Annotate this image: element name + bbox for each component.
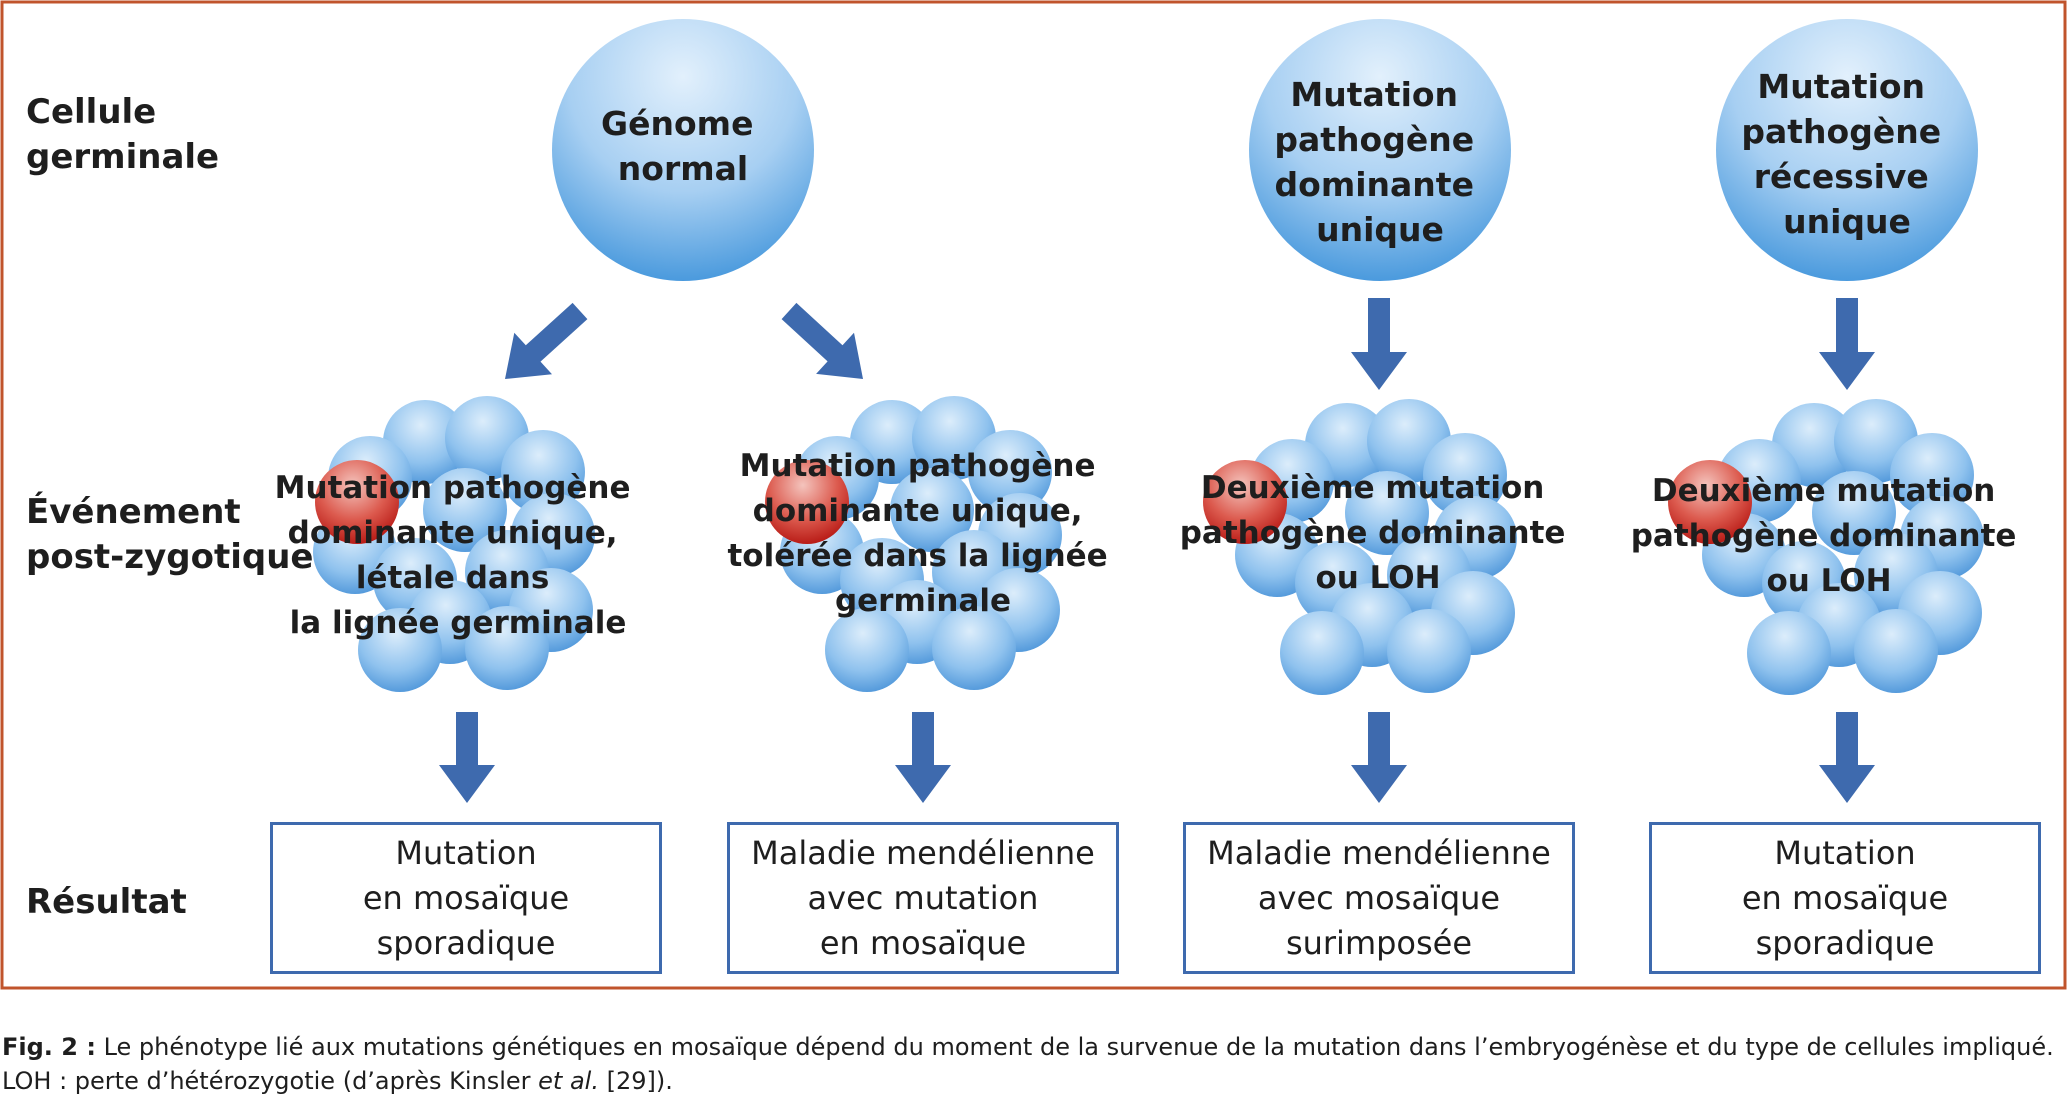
embryo-cell [968, 430, 1052, 514]
figure-caption: Fig. 2 : Le phénotype lié aux mutations … [2, 1030, 2066, 1098]
germ-cell-recessive-label: Mutation pathogène récessive unique [1741, 67, 1952, 241]
embryo-cell [932, 606, 1016, 690]
embryo-cell [1280, 611, 1364, 695]
row-label-post-zygotic: Événement post-zygotique [26, 492, 314, 577]
embryo-cell [1890, 433, 1974, 517]
result-box-4: Mutation en mosaïque sporadique [1649, 822, 2041, 974]
embryo-cell [1423, 433, 1507, 517]
embryo-cluster-4 [1668, 399, 1984, 695]
mutant-cell [1668, 460, 1752, 544]
arrow-down-right-icon [781, 302, 863, 379]
embryo-cell [1812, 471, 1896, 555]
embryo-cell [358, 608, 442, 692]
arrow-down-icon [1351, 298, 1407, 390]
embryo-cell [825, 608, 909, 692]
embryo-cluster-1 [313, 396, 595, 692]
embryo-cluster-2 [765, 396, 1062, 692]
germ-cell-normal-label: Génome normal [601, 104, 765, 188]
figure-frame [0, 0, 2067, 990]
embryo-cell [1387, 609, 1471, 693]
caption-line-1: Fig. 2 : Le phénotype lié aux mutations … [2, 1033, 2054, 1061]
embryo-cell [465, 606, 549, 690]
embryo-cell [1854, 609, 1938, 693]
row-label-germ-cell: Cellule germinale [26, 92, 220, 177]
embryo-cell [890, 468, 974, 552]
arrow-down-icon [1351, 712, 1407, 803]
germ-cell-dominant-label: Mutation pathogène dominante unique [1274, 75, 1485, 249]
embryo-cell [1747, 611, 1831, 695]
germ-cell-recessive: Mutation pathogène récessive unique [1716, 19, 1978, 281]
event-label-4: Deuxième mutation pathogène dominante ou… [1631, 473, 2028, 599]
event-label-1: Mutation pathogène dominante unique, lét… [275, 470, 642, 641]
mutant-cell [1203, 460, 1287, 544]
arrows [439, 298, 1875, 803]
arrow-down-icon [1819, 298, 1875, 390]
arrow-down-icon [439, 712, 495, 803]
embryo-cell [1345, 471, 1429, 555]
diagram-canvas: Génome normal Mutation pathogène dominan… [0, 0, 2067, 990]
embryo-cluster-3 [1203, 399, 1517, 695]
arrow-down-icon [1819, 712, 1875, 803]
row-label-result: Résultat [26, 882, 187, 922]
mutant-cell [315, 460, 399, 544]
result-box-3: Maladie mendélienne avec mosaïque surimp… [1183, 822, 1575, 974]
event-label-2: Mutation pathogène dominante unique, tol… [727, 448, 1118, 619]
arrow-down-icon [895, 712, 951, 803]
caption-line-2: LOH : perte d’hétérozygotie (d’après Kin… [2, 1067, 673, 1095]
germ-cell-normal: Génome normal [552, 19, 814, 281]
result-box-2: Maladie mendélienne avec mutation en mos… [727, 822, 1119, 974]
mutant-cell [765, 460, 849, 544]
germ-cell-dominant: Mutation pathogène dominante unique [1249, 19, 1511, 281]
embryo-cell [423, 468, 507, 552]
arrow-down-left-icon [505, 302, 588, 379]
result-box-1: Mutation en mosaïque sporadique [270, 822, 662, 974]
event-label-3: Deuxième mutation pathogène dominante ou… [1180, 470, 1577, 596]
embryo-cell [501, 430, 585, 514]
